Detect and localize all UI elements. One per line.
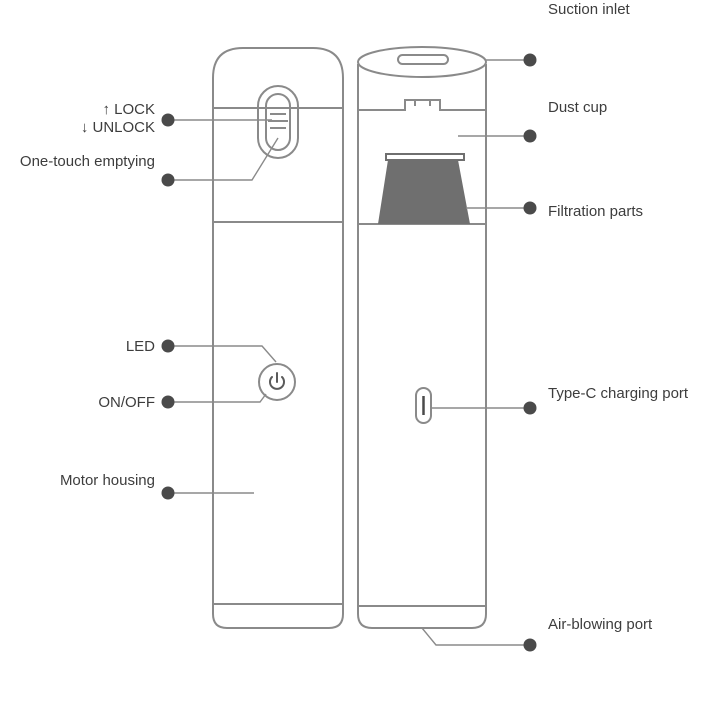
suction-inlet-slot [397,54,449,65]
label-lock: ↑ LOCK [102,101,155,118]
label-unlock: ↓ UNLOCK [80,119,155,136]
label-on-off: ON/OFF [98,394,155,411]
lock-slider-outer[interactable] [257,85,299,159]
lock-slider-inner[interactable] [265,93,291,151]
dot-filtration [523,201,537,215]
dot-on-off [161,395,175,409]
left-device-body [212,47,344,629]
label-led: LED [125,338,155,355]
dot-led [161,339,175,353]
dot-one-touch [161,173,175,187]
right-device-body [357,64,487,629]
dot-suction-inlet [523,53,537,67]
power-icon [269,372,285,390]
label-one-touch-emptying: One-touch emptying [19,153,155,170]
dot-type-c [523,401,537,415]
dot-dust-cup [523,129,537,143]
dot-motor-housing [161,486,175,500]
label-motor-housing: Motor housing [59,472,155,489]
dust-cup-latch [414,100,431,106]
leader-on-off [168,393,267,403]
filter-cap [385,153,465,161]
dust-cup-seam [358,99,486,111]
type-c-port-outline[interactable] [415,387,432,424]
leader-one-touch [168,137,279,181]
label-air-blowing-port: Air-blowing port [548,616,653,633]
filter-body [378,160,470,224]
label-dust-cup: Dust cup [548,99,608,116]
suction-inlet-rim [357,46,487,78]
power-button[interactable] [258,363,296,401]
label-filtration-parts: Filtration parts [548,203,644,220]
dot-lock [161,113,175,127]
leader-air-blowing [421,627,530,646]
label-type-c-charging-port: Type-C charging port [548,385,689,402]
label-suction-inlet: Suction inlet [548,1,630,18]
leader-led [168,345,277,363]
dot-air-blowing [523,638,537,652]
